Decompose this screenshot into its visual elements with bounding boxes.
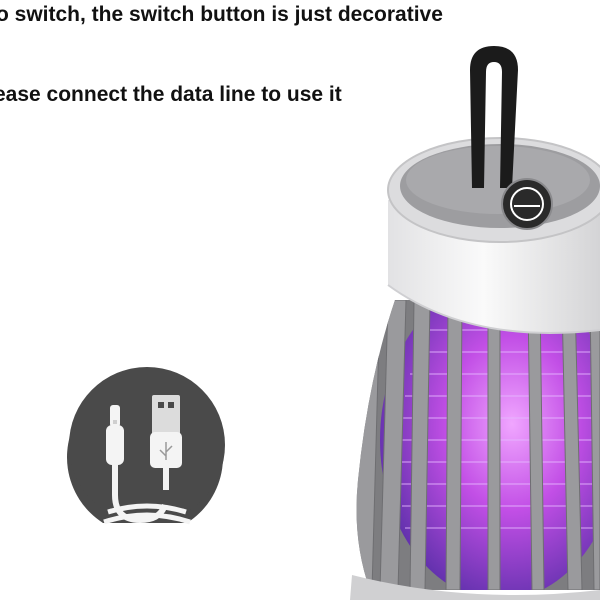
caption-switch-note: o switch, the switch button is just deco… (0, 3, 443, 26)
caption-data-line-note: ease connect the data line to use it (0, 83, 342, 106)
hanging-strap (470, 46, 518, 188)
mosquito-lamp (350, 46, 600, 600)
usb-cable-icon (67, 367, 225, 525)
power-button-icon (501, 178, 553, 230)
